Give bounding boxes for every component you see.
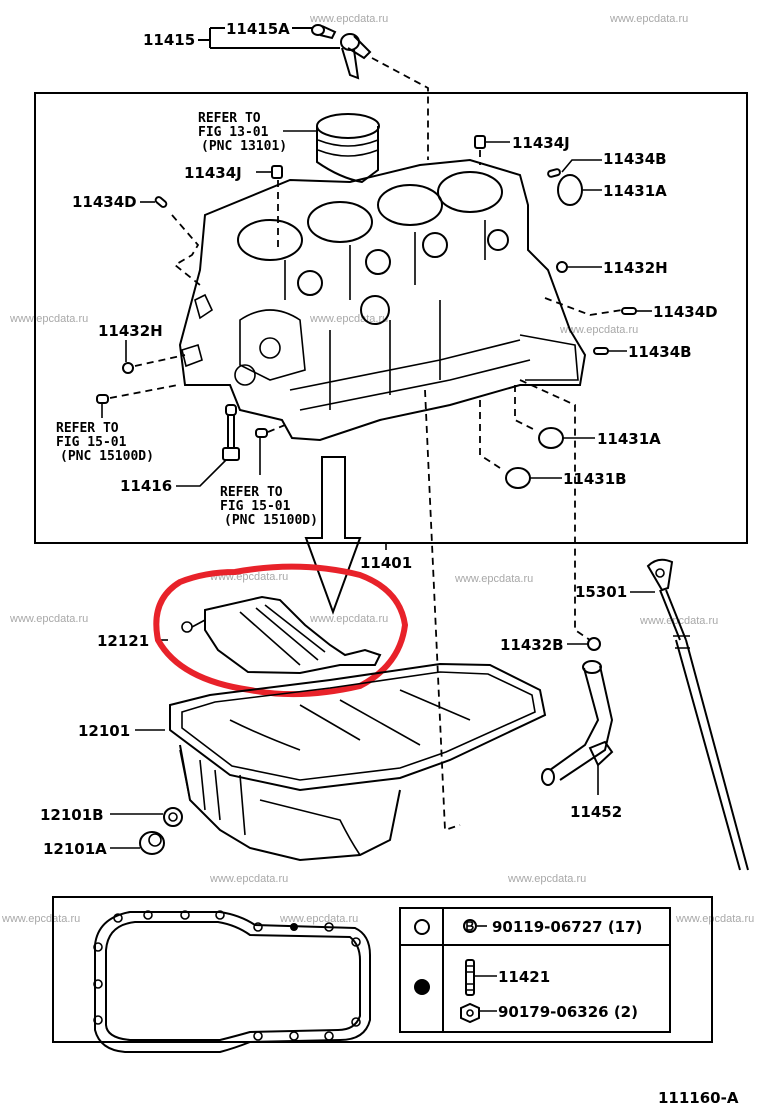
stud-icon bbox=[465, 959, 475, 996]
plug-icon bbox=[587, 637, 601, 651]
watermark: www.epcdata.ru bbox=[1, 913, 80, 925]
gasket-detail-frame bbox=[52, 896, 713, 1043]
label-11415A: 11415A bbox=[226, 20, 290, 38]
ref-line: FIG 15-01 bbox=[220, 499, 291, 514]
watermark: www.epcdata.ru bbox=[9, 313, 88, 325]
label-11415: 11415 bbox=[143, 31, 195, 49]
label-11434B: 11434B bbox=[628, 343, 692, 361]
label-11432B: 11432B bbox=[500, 636, 564, 654]
dowel-pin-icon bbox=[547, 168, 561, 178]
watermark: www.epcdata.ru bbox=[454, 573, 533, 585]
label-15301: 15301 bbox=[575, 583, 627, 601]
down-arrow-icon bbox=[304, 456, 362, 615]
label-11431A: 11431A bbox=[603, 182, 667, 200]
engine-block-frame bbox=[34, 92, 748, 544]
watermark: www.epcdata.ru bbox=[9, 613, 88, 625]
dipstick-icon bbox=[646, 558, 749, 871]
label-11431A: 11431A bbox=[597, 430, 661, 448]
expansion-plug-icon bbox=[538, 427, 564, 449]
highlight-circle bbox=[153, 563, 409, 698]
figure-id: 111160-A bbox=[658, 1089, 739, 1107]
label-12101: 12101 bbox=[78, 722, 130, 740]
gasket-outline-icon bbox=[93, 910, 371, 1053]
watermark: www.epcdata.ru bbox=[209, 873, 288, 885]
label-11434D: 11434D bbox=[653, 303, 718, 321]
label-11432H: 11432H bbox=[603, 259, 668, 277]
left-labels: 11434J 11434D 11432H REFER TO FIG 15-01 … bbox=[56, 164, 318, 528]
piston-icon bbox=[316, 113, 380, 184]
watermark: www.epcdata.ru bbox=[279, 913, 358, 925]
legend-part-number: 90119-06727 (17) bbox=[492, 918, 642, 936]
baffle-plate-icon bbox=[181, 595, 382, 675]
ref-line: (PNC 13101) bbox=[201, 139, 287, 154]
cylinder-block-icon bbox=[178, 158, 587, 442]
expansion-plug-icon bbox=[557, 174, 583, 206]
label-11431B: 11431B bbox=[563, 470, 627, 488]
oil-pressure-switch-icon bbox=[340, 33, 372, 80]
label-11401: 11401 bbox=[360, 554, 412, 572]
label-11416: 11416 bbox=[120, 477, 172, 495]
watermark: www.epcdata.ru bbox=[559, 324, 638, 336]
dowel-pin-icon bbox=[593, 347, 609, 355]
ref-line: REFER TO bbox=[220, 485, 283, 500]
label-11452: 11452 bbox=[570, 803, 622, 821]
nut-icon bbox=[460, 1002, 480, 1024]
ref-line: (PNC 15100D) bbox=[60, 449, 154, 464]
label-11432H: 11432H bbox=[98, 322, 163, 340]
dowel-pin-icon bbox=[154, 196, 168, 208]
watermark: www.epcdata.ru bbox=[609, 13, 688, 25]
label-12101A: 12101A bbox=[43, 840, 107, 858]
ref-line: FIG 13-01 bbox=[198, 125, 269, 140]
label-12121: 12121 bbox=[97, 632, 149, 650]
bolt-head-icon bbox=[463, 919, 477, 933]
label-11434B: 11434B bbox=[603, 150, 667, 168]
filled-circle-icon bbox=[414, 979, 430, 995]
plug-icon bbox=[271, 165, 283, 179]
oil-pan-icon bbox=[169, 662, 547, 862]
dowel-pin-icon bbox=[96, 394, 109, 404]
label-11434J: 11434J bbox=[184, 164, 242, 182]
plug-icon bbox=[474, 135, 486, 149]
ref-line: REFER TO bbox=[198, 111, 261, 126]
legend-part-number: 90179-06326 (2) bbox=[498, 1003, 638, 1021]
legend-table: 90119-06727 (17) 11421 90179-06326 (2) bbox=[399, 907, 671, 1033]
bolt-11415A-icon bbox=[311, 24, 337, 40]
piston-reference: REFER TO FIG 13-01 (PNC 13101) bbox=[198, 111, 380, 184]
ref-line: FIG 15-01 bbox=[56, 435, 127, 450]
plug-icon bbox=[556, 261, 568, 273]
label-12101B: 12101B bbox=[40, 806, 104, 824]
watermark: www.epcdata.ru bbox=[675, 913, 754, 925]
dowel-pin-icon bbox=[621, 307, 637, 315]
right-labels: 11434J 11434B 11431A 11432H 11434D 11434… bbox=[424, 134, 718, 832]
watermark: www.epcdata.ru bbox=[309, 613, 388, 625]
legend-part-number: 11421 bbox=[498, 968, 550, 986]
part-11415-group: 11415 11415A bbox=[143, 20, 429, 160]
oil-jet-icon bbox=[222, 404, 240, 461]
watermark: www.epcdata.ru bbox=[309, 13, 388, 25]
watermarks: www.epcdata.ru www.epcdata.ru www.epcdat… bbox=[1, 13, 754, 925]
ref-line: REFER TO bbox=[56, 421, 119, 436]
watermark: www.epcdata.ru bbox=[507, 873, 586, 885]
label-11434J: 11434J bbox=[512, 134, 570, 152]
plug-icon bbox=[122, 362, 134, 374]
label-11434D: 11434D bbox=[72, 193, 137, 211]
oil-strainer-icon bbox=[541, 660, 614, 786]
dowel-pin-icon bbox=[255, 428, 268, 438]
ref-line: (PNC 15100D) bbox=[224, 513, 318, 528]
drain-plug-icon bbox=[139, 831, 165, 855]
drain-gasket-icon bbox=[163, 807, 183, 827]
expansion-plug-icon bbox=[505, 467, 531, 489]
open-circle-icon bbox=[414, 919, 430, 935]
